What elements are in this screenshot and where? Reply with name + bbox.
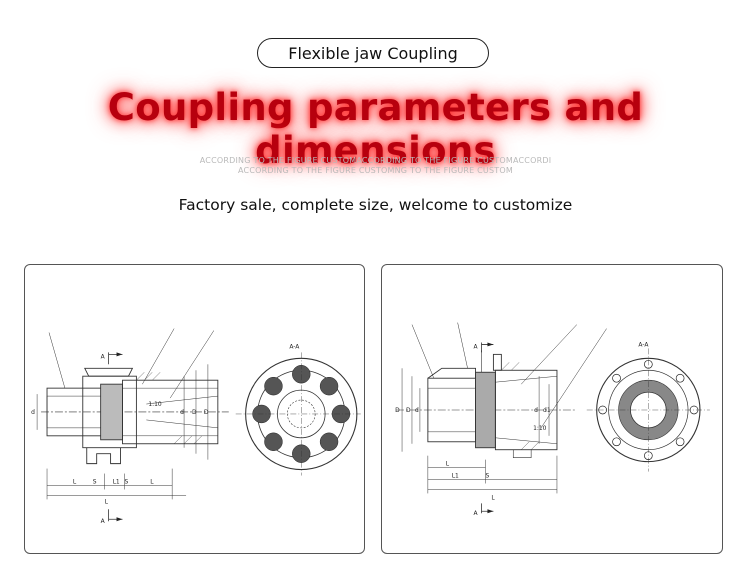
drawing-panel-left: A-A A A 1:10 d d D D L L S S L1 L	[24, 264, 365, 554]
section-marker-bottom-right: A	[474, 510, 479, 517]
product-badge-label: Flexible jaw Coupling	[288, 43, 458, 63]
dim-label: L	[105, 498, 109, 505]
dim-label: S	[93, 478, 97, 485]
dim-label: L1	[452, 473, 459, 480]
dim-label: S	[124, 478, 128, 485]
dim-label: L1	[113, 478, 120, 485]
section-marker-bottom-left: A	[101, 518, 106, 525]
dim-label: L	[73, 478, 77, 485]
dim-label: d	[534, 407, 538, 414]
dim-label: D	[395, 407, 400, 414]
section-marker-top-right: A	[474, 343, 479, 350]
dim-label: S	[485, 473, 489, 480]
coupling-drawing-left: A-A A A 1:10 d d D D L L S S L1 L	[31, 328, 361, 525]
watermark-line-2: ACCORDING TO THE FIGURE CUSTOMNG TO THE …	[238, 166, 513, 175]
dim-label: d	[31, 409, 35, 416]
section-marker-top-left: A	[101, 353, 106, 360]
taper-label-right: 1:10	[533, 425, 547, 432]
watermark-line-1: ACCORDING TO THE FIGURE CUSTOMACCORDING …	[199, 156, 552, 165]
end-view-right	[586, 348, 710, 472]
dim-label: D	[192, 409, 197, 416]
section-label-left: A-A	[289, 343, 300, 350]
dim-label: L	[446, 461, 450, 468]
dim-label: D	[406, 407, 411, 414]
page-headline: Coupling parameters and dimensions	[107, 86, 644, 172]
drawing-panel-right: A-A A A 1:10 D D d d d1 L L1 L S	[381, 264, 723, 554]
dim-label: L	[150, 478, 154, 485]
dim-label: D	[204, 409, 209, 416]
product-badge: Flexible jaw Coupling	[257, 38, 489, 68]
end-view-left	[235, 352, 361, 476]
tagline: Factory sale, complete size, welcome to …	[178, 196, 573, 214]
dim-label: d	[415, 407, 419, 414]
dim-label: d1	[543, 407, 551, 414]
coupling-drawing-right: A-A A A 1:10 D D d d d1 L L1 L S	[395, 322, 710, 517]
dim-label: L	[491, 494, 495, 501]
dim-label: d	[180, 409, 184, 416]
taper-label-left: 1:10	[148, 401, 162, 408]
section-label-right: A-A	[638, 341, 649, 348]
